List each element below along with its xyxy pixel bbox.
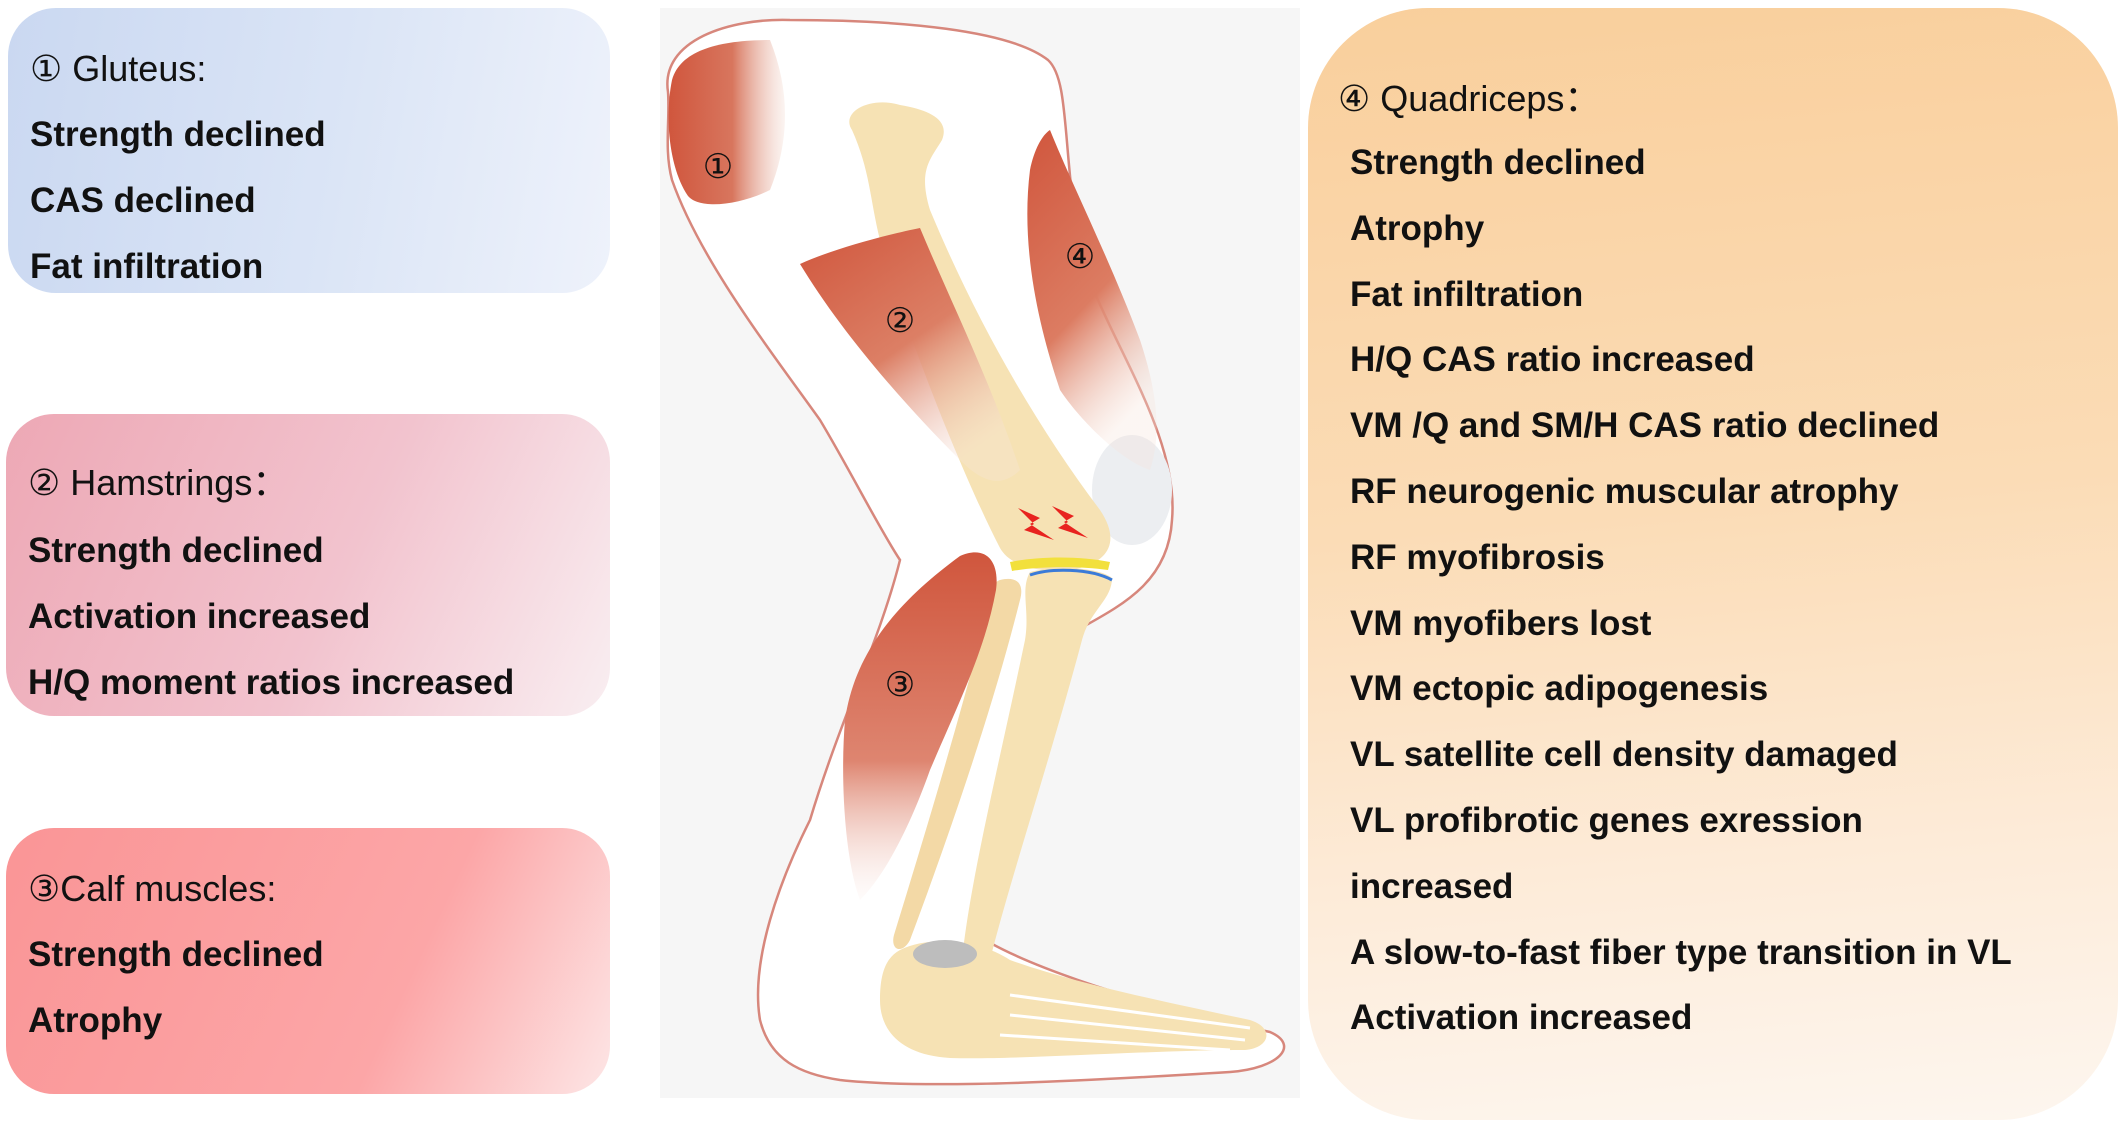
list-item: H/Q moment ratios increased [28, 663, 515, 702]
gluteus-title: ① Gluteus: [30, 48, 207, 89]
list-item: RF myofibrosis [1350, 537, 1605, 577]
hamstrings-muscle [800, 228, 1020, 481]
foot-bones [880, 941, 1267, 1059]
leg-illustration: ① ② ③ ④ [660, 8, 1300, 1098]
pain-bolt-icon [1018, 508, 1054, 540]
list-item: Atrophy [28, 1001, 163, 1040]
calf-list: Strength declined Atrophy [28, 922, 610, 1054]
hamstrings-box: ② Hamstrings： Strength declined Activati… [6, 414, 610, 716]
list-item: VM myofibers lost [1350, 603, 1652, 643]
pain-bolt-icon [1052, 506, 1088, 538]
list-item: Activation increased [28, 597, 371, 636]
gluteus-muscle [668, 40, 785, 205]
list-item: Fat infiltration [30, 247, 264, 286]
list-item: VM /Q and SM/H CAS ratio declined [1350, 406, 1940, 446]
list-item: RF neurogenic muscular atrophy [1350, 471, 1899, 511]
quadriceps-title: ④ Quadriceps： [1338, 78, 1601, 119]
calf-number-label: ③ [885, 665, 915, 705]
list-item: A slow-to-fast fiber type transition in … [1350, 932, 2012, 972]
list-item: Strength declined [28, 531, 324, 570]
hamstrings-title: ② Hamstrings： [28, 462, 289, 503]
list-item: Strength declined [30, 115, 326, 154]
calf-title: ③Calf muscles: [28, 868, 277, 909]
list-item: VL profibrotic genes exression [1350, 800, 1863, 840]
knee-meniscus-blue [1029, 568, 1113, 582]
hamstrings-number-label: ② [885, 301, 915, 341]
list-item: VL satellite cell density damaged [1350, 735, 1898, 775]
toe-lines [999, 993, 1251, 1052]
gluteus-list: Strength declined CAS declined Fat infil… [30, 102, 610, 300]
talus-bone [913, 940, 977, 968]
hamstrings-list: Strength declined Activation increased H… [28, 518, 610, 716]
gluteus-box: ① Gluteus: Strength declined CAS decline… [8, 8, 610, 293]
list-item: Activation increased [1350, 998, 1693, 1038]
gluteus-number-label: ① [703, 147, 733, 187]
list-item: CAS declined [30, 181, 256, 220]
quadriceps-list: Strength declined Atrophy Fat infiltrati… [1350, 130, 2118, 1051]
list-item: Strength declined [28, 935, 324, 974]
fibula-bone [893, 578, 1022, 950]
quadriceps-muscle [1027, 130, 1157, 470]
list-item: Strength declined [1350, 143, 1646, 182]
list-item: increased [1350, 866, 1514, 906]
tibia-bone [962, 568, 1112, 972]
calf-muscle [843, 552, 997, 900]
calf-box: ③Calf muscles: Strength declined Atrophy [6, 828, 610, 1094]
list-item: VM ectopic adipogenesis [1350, 669, 1769, 709]
quadriceps-box: ④ Quadriceps： Strength declined Atrophy … [1308, 8, 2118, 1120]
knee-cartilage-yellow [1010, 557, 1110, 571]
list-item: H/Q CAS ratio increased [1350, 340, 1755, 380]
femur-bone [849, 102, 1111, 571]
list-item: Atrophy [1350, 208, 1485, 248]
list-item: Fat infiltration [1350, 274, 1584, 314]
quadriceps-number-label: ④ [1065, 237, 1095, 277]
